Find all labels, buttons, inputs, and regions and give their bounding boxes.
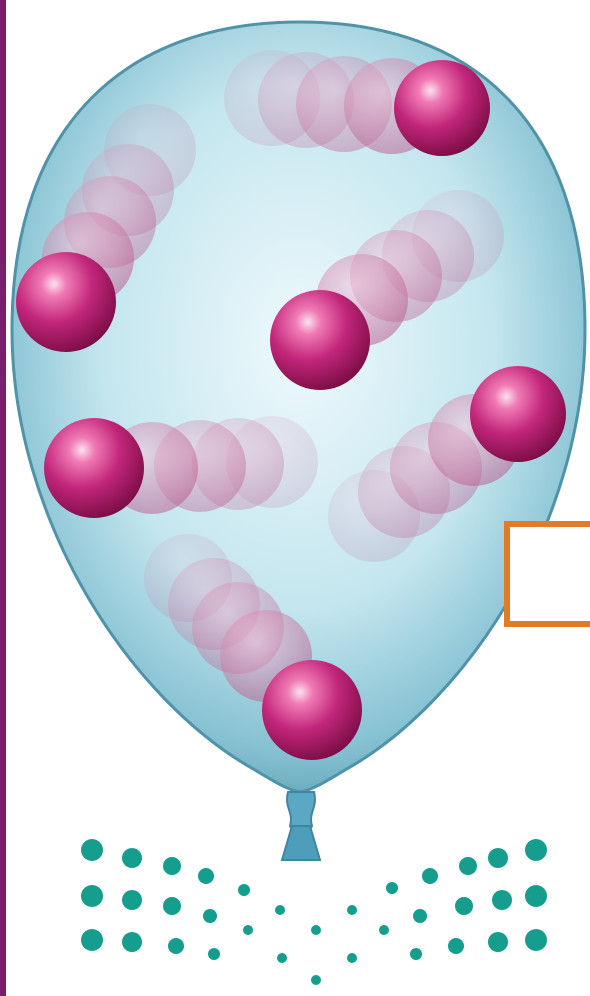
callout-box: [504, 521, 590, 627]
gas-particle: [44, 418, 144, 518]
gas-particle: [470, 366, 566, 462]
balloon-knot: [282, 792, 320, 860]
particle-trail-1: [224, 50, 490, 156]
particle-trail-4: [44, 416, 318, 518]
gas-particle: [262, 660, 362, 760]
gas-particle: [270, 290, 370, 390]
gas-particle: [16, 252, 116, 352]
gas-particle: [394, 60, 490, 156]
